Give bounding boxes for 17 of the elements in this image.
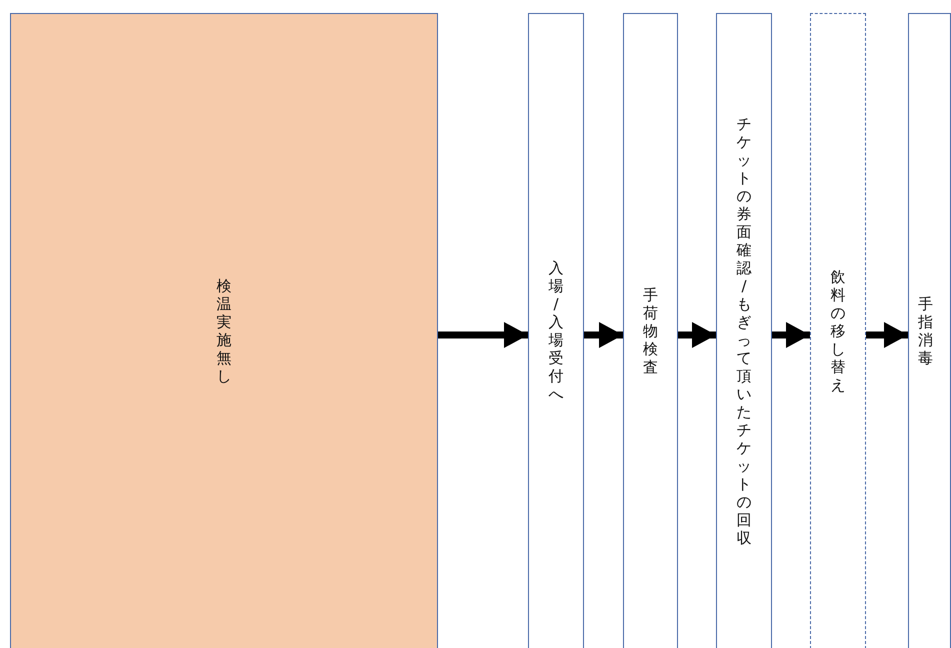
process-area — [10, 13, 438, 648]
process-box — [716, 13, 772, 648]
arrow — [866, 322, 908, 348]
step-label: 飲料の移し替え — [830, 268, 846, 394]
step-label: チケットの券面確認/もぎって頂いたチケットの回収 — [736, 115, 752, 547]
arrow — [438, 322, 528, 348]
step-label: 検温実施無し — [216, 277, 232, 385]
process-box — [623, 13, 678, 648]
arrow — [584, 322, 623, 348]
process-box — [908, 13, 951, 648]
arrow — [678, 322, 716, 348]
step-label: 入場/入場受付へ — [548, 259, 564, 403]
step-label: 手荷物検査 — [642, 286, 659, 376]
step-label: 手指消毒 — [917, 295, 934, 367]
process-box — [528, 13, 584, 648]
process-box — [810, 13, 866, 648]
arrow — [772, 322, 810, 348]
